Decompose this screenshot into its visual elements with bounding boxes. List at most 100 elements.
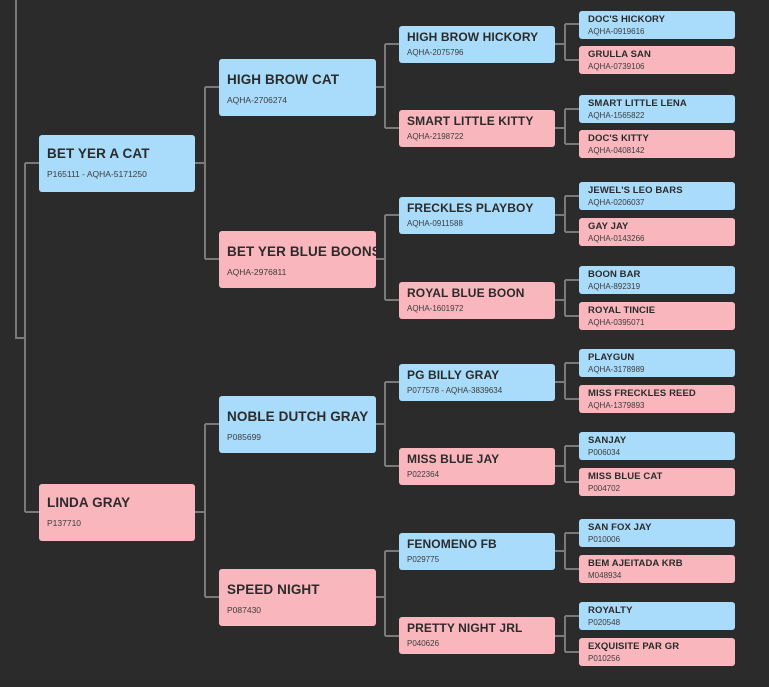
horse-card-sdds[interactable]: BOON BAR AQHA-892319 [579, 266, 735, 294]
horse-name: ROYALTY [588, 605, 633, 616]
horse-card-dsds[interactable]: SANJAY P006034 [579, 432, 735, 460]
horse-card-ddd[interactable]: PRETTY NIGHT JRL P040626 [399, 617, 555, 654]
connector-s [195, 86, 219, 260]
horse-card-ddds[interactable]: ROYALTY P020548 [579, 602, 735, 630]
horse-registration: P085699 [227, 432, 262, 442]
connector-d [195, 423, 219, 598]
horse-card-sdss[interactable]: JEWEL'S LEO BARS AQHA-0206037 [579, 182, 735, 210]
horse-card-sdd[interactable]: ROYAL BLUE BOON AQHA-1601972 [399, 282, 555, 319]
horse-registration: AQHA-2075796 [407, 48, 464, 57]
horse-name: HIGH BROW HICKORY [407, 30, 539, 44]
connector-dd [376, 550, 399, 637]
horse-name: ROYAL BLUE BOON [407, 286, 525, 300]
horse-registration: AQHA-0408142 [588, 146, 645, 155]
horse-registration: AQHA-3178989 [588, 365, 645, 374]
horse-registration: AQHA-2976811 [227, 267, 287, 277]
horse-card-sire[interactable]: BET YER A CAT P165111 - AQHA-5171250 [39, 135, 195, 192]
horse-name: PG BILLY GRAY [407, 368, 500, 382]
horse-card-sss[interactable]: HIGH BROW HICKORY AQHA-2075796 [399, 26, 555, 63]
horse-name: MISS BLUE JAY [407, 452, 500, 466]
horse-registration: AQHA-1379893 [588, 401, 645, 410]
horse-card-dsss[interactable]: PLAYGUN AQHA-3178989 [579, 349, 735, 377]
horse-name: SANJAY [588, 435, 627, 446]
horse-name: PLAYGUN [588, 352, 635, 363]
horse-name: SAN FOX JAY [588, 522, 652, 533]
horse-registration: AQHA-1565822 [588, 111, 645, 120]
horse-name: BET YER BLUE BOONS [227, 244, 376, 259]
horse-card-ssdd[interactable]: DOC'S KITTY AQHA-0408142 [579, 130, 735, 158]
horse-registration: AQHA-2198722 [407, 132, 464, 141]
horse-card-ssds[interactable]: SMART LITTLE LENA AQHA-1565822 [579, 95, 735, 123]
horse-registration: M048934 [588, 571, 622, 580]
horse-name: FRECKLES PLAYBOY [407, 201, 534, 215]
horse-registration: P020548 [588, 618, 621, 627]
horse-name: MISS FRECKLES REED [588, 388, 696, 399]
horse-card-sire-sire[interactable]: HIGH BROW CAT AQHA-2706274 [219, 59, 376, 116]
connector-ds [376, 381, 399, 467]
horse-registration: P010256 [588, 654, 621, 663]
horse-name: PRETTY NIGHT JRL [407, 621, 523, 635]
horse-registration: AQHA-0206037 [588, 198, 645, 207]
horse-registration: P137710 [47, 518, 82, 528]
horse-registration: AQHA-892319 [588, 282, 641, 291]
horse-name: MISS BLUE CAT [588, 471, 663, 482]
horse-card-dam-sire[interactable]: NOBLE DUTCH GRAY P085699 [219, 396, 376, 453]
horse-card-dam-dam[interactable]: SPEED NIGHT P087430 [219, 569, 376, 626]
horse-card-sssd[interactable]: GRULLA SAN AQHA-0739106 [579, 46, 735, 74]
horse-card-ssd[interactable]: SMART LITTLE KITTY AQHA-2198722 [399, 110, 555, 147]
horse-name: BEM AJEITADA KRB [588, 558, 683, 569]
horse-registration: P087430 [227, 605, 262, 615]
connector-sdd [555, 279, 579, 317]
horse-registration: AQHA-0143266 [588, 234, 645, 243]
horse-card-ddsd[interactable]: BEM AJEITADA KRB M048934 [579, 555, 735, 583]
horse-card-sdsd[interactable]: GAY JAY AQHA-0143266 [579, 218, 735, 246]
horse-card-dam[interactable]: LINDA GRAY P137710 [39, 484, 195, 541]
horse-card-sddd[interactable]: ROYAL TINCIE AQHA-0395071 [579, 302, 735, 330]
horse-card-dddd[interactable]: EXQUISITE PAR GR P010256 [579, 638, 735, 666]
connector-sd [376, 214, 399, 301]
horse-name: NOBLE DUTCH GRAY [227, 409, 369, 424]
horse-registration: P010006 [588, 535, 621, 544]
horse-name: EXQUISITE PAR GR [588, 641, 680, 652]
horse-registration: P022364 [407, 470, 440, 479]
horse-name: FENOMENO FB [407, 537, 497, 551]
horse-registration: AQHA-2706274 [227, 95, 288, 105]
horse-card-dss[interactable]: PG BILLY GRAY P077578 - AQHA-3839634 [399, 364, 555, 401]
connector-sds [555, 195, 579, 233]
horse-registration: P040626 [407, 639, 440, 648]
horse-name: BOON BAR [588, 269, 641, 280]
horse-card-ssss[interactable]: DOC'S HICKORY AQHA-0919616 [579, 11, 735, 39]
horse-name: HIGH BROW CAT [227, 72, 340, 87]
horse-card-dssd[interactable]: MISS FRECKLES REED AQHA-1379893 [579, 385, 735, 413]
horse-name: SMART LITTLE LENA [588, 98, 687, 109]
horse-registration: AQHA-0919616 [588, 27, 645, 36]
horse-card-ddss[interactable]: SAN FOX JAY P010006 [579, 519, 735, 547]
connector-sss [555, 23, 579, 61]
horse-name: LINDA GRAY [47, 495, 131, 510]
horse-registration: AQHA-0395071 [588, 318, 645, 327]
horse-name: SPEED NIGHT [227, 582, 320, 597]
connector-dds [555, 532, 579, 570]
horse-card-sire-dam[interactable]: BET YER BLUE BOONS AQHA-2976811 [219, 231, 376, 288]
horse-name: DOC'S KITTY [588, 133, 649, 144]
horse-card-dsd[interactable]: MISS BLUE JAY P022364 [399, 448, 555, 485]
horse-card-sds[interactable]: FRECKLES PLAYBOY AQHA-0911588 [399, 197, 555, 234]
connector-dss [555, 362, 579, 400]
horse-registration: P006034 [588, 448, 621, 457]
horse-name: JEWEL'S LEO BARS [588, 185, 683, 196]
connector-ssd [555, 108, 579, 145]
horse-name: SMART LITTLE KITTY [407, 114, 534, 128]
horse-registration: AQHA-1601972 [407, 304, 464, 313]
horse-name: GAY JAY [588, 221, 629, 232]
horse-registration: AQHA-0911588 [407, 219, 463, 228]
horse-card-dsdd[interactable]: MISS BLUE CAT P004702 [579, 468, 735, 496]
horse-registration: P029775 [407, 555, 440, 564]
connector-ddd [555, 615, 579, 653]
horse-registration: AQHA-0739106 [588, 62, 645, 71]
horse-registration: P077578 - AQHA-3839634 [407, 386, 503, 395]
horse-name: ROYAL TINCIE [588, 305, 656, 316]
horse-card-dds[interactable]: FENOMENO FB P029775 [399, 533, 555, 570]
connector-ss [376, 43, 399, 129]
connector-dsd [555, 445, 579, 483]
